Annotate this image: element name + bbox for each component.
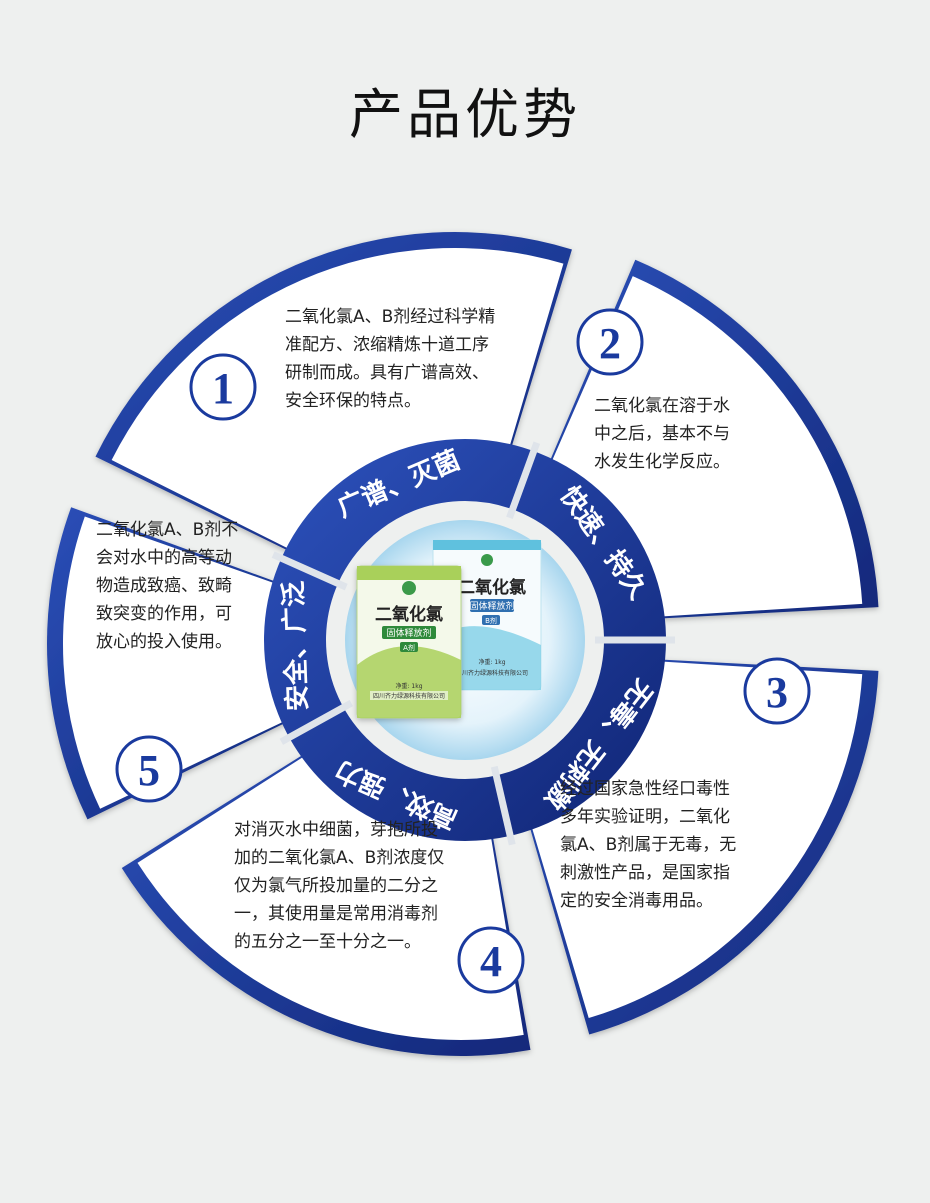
product-a-name: 二氧化氯 [375,604,443,625]
segment-2-text: 二氧化氯在溶于水 中之后，基本不与 水发生化学反应。 [594,396,730,472]
segment-1-text: 二氧化氯A、B剂经过科学精 准配方、浓缩精炼十道工序 研制而成。具有广谱高效、 … [285,307,496,411]
product-b-weight: 净重: 1kg [478,658,505,666]
product-b-tag: B剂 [485,616,497,625]
number-badge-3: 3 [743,657,811,725]
wheel-segment-5 [46,507,313,820]
svg-text:2: 2 [599,319,621,368]
segment-3-text: 经过国家急性经口毒性 多年实验证明，二氧化 氯A、B剂属于无毒，无 刺激性产品，… [560,779,737,911]
product-a-weight: 净重: 1kg [395,682,422,690]
ring-label-5: 安全、广泛 [278,580,314,711]
svg-text:4: 4 [480,937,502,986]
svg-text:3: 3 [766,668,788,717]
number-badge-1: 1 [189,353,257,421]
svg-text:1: 1 [212,364,234,413]
product-a-maker: 四川齐力绿源科技有限公司 [373,692,445,700]
wheel-segment-1 [95,232,572,567]
inner-ring [264,439,675,846]
page-title: 产品优势 [349,83,581,146]
product-a-tag: A剂 [403,643,415,652]
segment-4-text: 对消灭水中细菌，芽抱所投 加的二氧化氯A、B剂浓度仅 仅为氯气所投加量的二分之 … [234,820,445,952]
number-badge-5: 5 [115,735,183,803]
product-b-sub: 固体释放剂 [469,600,514,612]
product-b-maker: 四川齐力绿源科技有限公司 [456,669,528,677]
product-a-sub: 固体释放剂 [386,627,431,639]
number-badge-2: 2 [576,308,644,376]
svg-text:5: 5 [138,746,160,795]
product-a-bag: 二氧化氯 固体释放剂 A剂 净重: 1kg 四川齐力绿源科技有限公司 [356,565,462,719]
product-b-name: 二氧化氯 [458,577,526,598]
number-badge-4: 4 [457,926,525,994]
segment-5-text: 二氧化氯A、B剂不 会对水中的高等动 物造成致癌、致畸 致突变的作用，可 放心的… [96,520,239,652]
